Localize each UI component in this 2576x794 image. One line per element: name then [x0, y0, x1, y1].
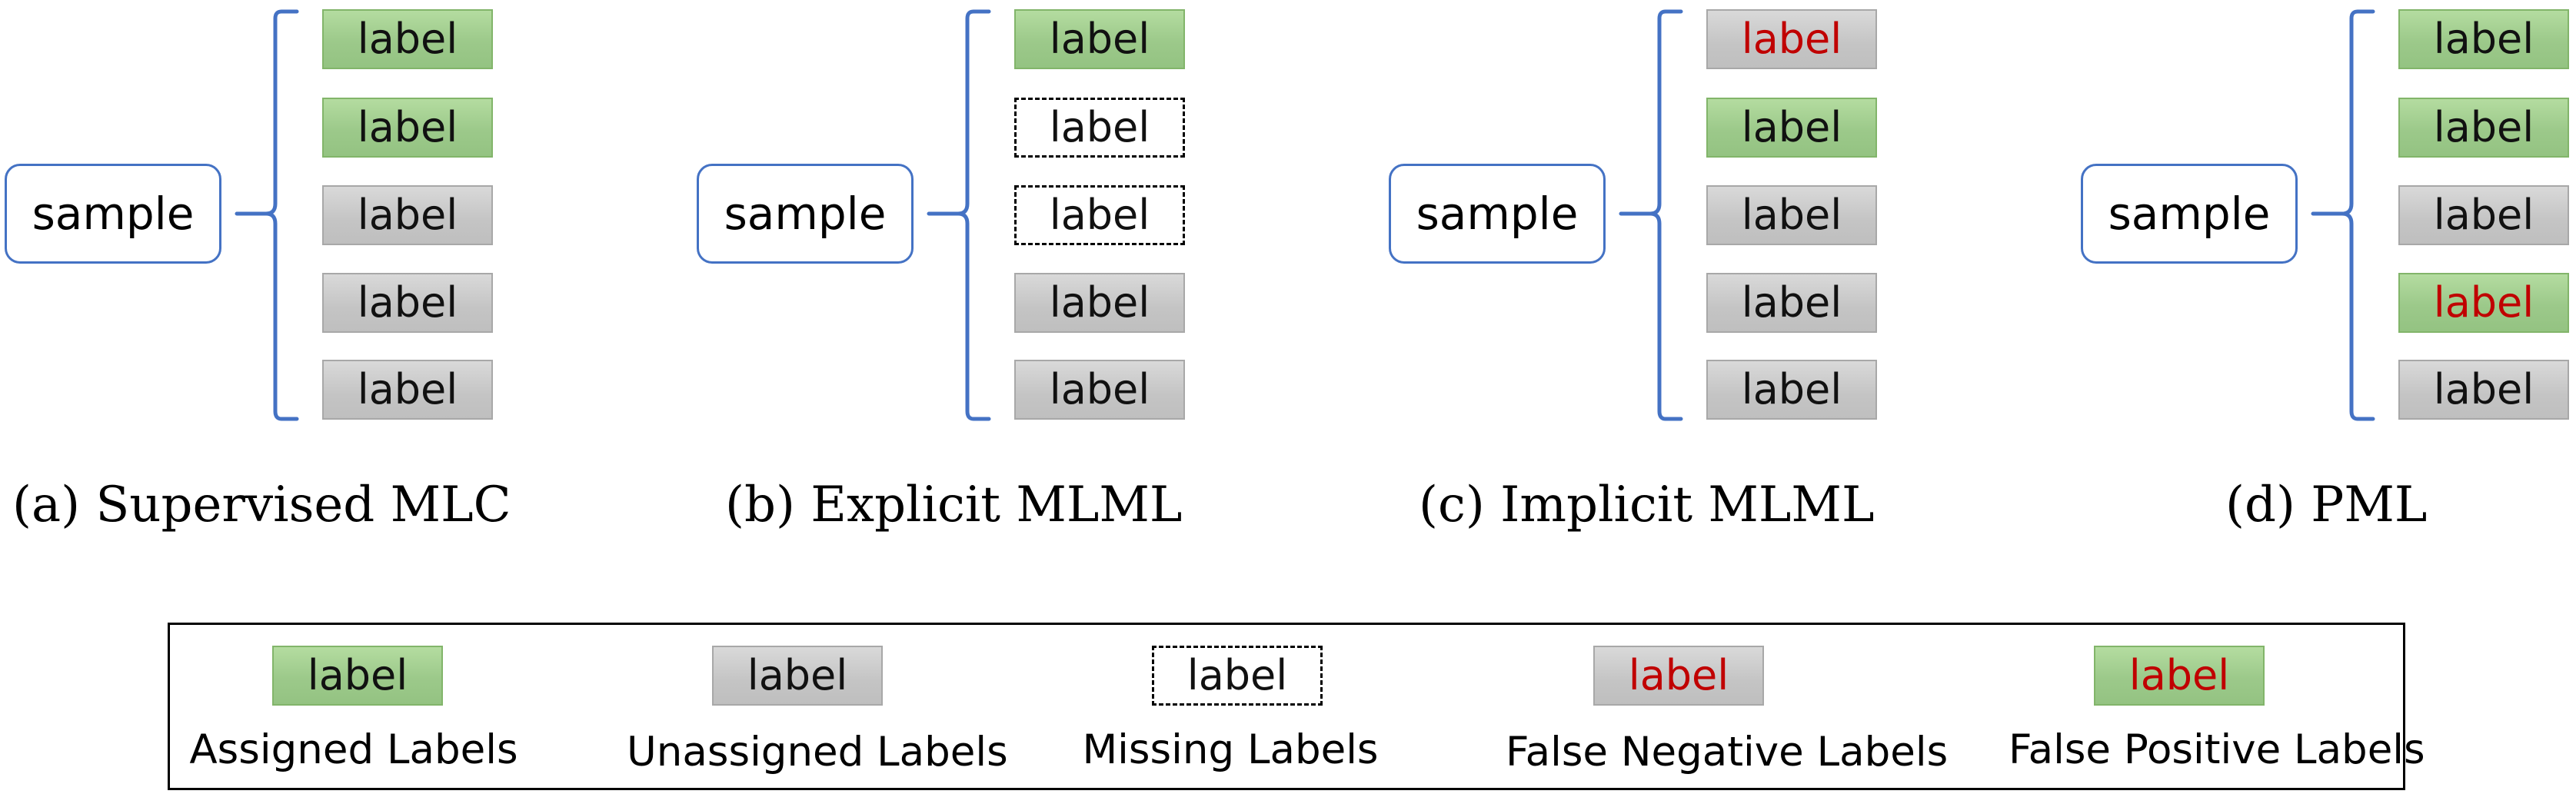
legend-text-unassigned: Unassigned Labels [627, 729, 1008, 776]
legend-swatch-unassigned: label [712, 646, 883, 706]
label-box: label [2398, 98, 2569, 158]
panel-c: sample label label label label label (c)… [1384, 0, 2015, 553]
sample-node: sample [2081, 164, 2298, 264]
label-box: label [2398, 185, 2569, 245]
label-box: label [1706, 98, 1877, 158]
label-box: label [322, 273, 493, 333]
panel-a: sample label label label label label (a)… [0, 0, 631, 553]
label-box: label [1706, 360, 1877, 420]
sample-node: sample [697, 164, 914, 264]
legend-text-assigned: Assigned Labels [189, 726, 518, 773]
label-box: label [322, 9, 493, 69]
label-box: label [1014, 9, 1185, 69]
label-box: label [1014, 360, 1185, 420]
legend-swatch-missing: label [1152, 646, 1323, 706]
bracket-connector [1619, 9, 1683, 421]
legend-text-missing: Missing Labels [1082, 726, 1379, 773]
bracket-connector [2311, 9, 2375, 421]
label-box: label [1014, 273, 1185, 333]
panel-caption: (a) Supervised MLC [12, 477, 511, 533]
label-box: label [322, 360, 493, 420]
panel-b: sample label label label label label (b)… [692, 0, 1323, 553]
label-box: label [1014, 185, 1185, 245]
panel-caption: (c) Implicit MLML [1419, 477, 1875, 533]
legend-text-false-positive: False Positive Labels [2009, 726, 2425, 773]
legend-text-false-negative: False Negative Labels [1506, 729, 1949, 776]
bracket-connector [927, 9, 991, 421]
label-box: label [1706, 273, 1877, 333]
sample-node: sample [5, 164, 221, 264]
label-box: label [2398, 273, 2569, 333]
label-box: label [322, 185, 493, 245]
panel-d: sample label label label label label (d)… [2076, 0, 2576, 553]
label-box: label [2398, 9, 2569, 69]
panel-caption: (d) PML [2225, 477, 2428, 533]
label-box: label [1014, 98, 1185, 158]
label-box: label [2398, 360, 2569, 420]
legend [168, 623, 2405, 790]
label-box: label [1706, 9, 1877, 69]
label-box: label [322, 98, 493, 158]
legend-swatch-false-positive: label [2094, 646, 2265, 706]
sample-node: sample [1389, 164, 1606, 264]
legend-swatch-assigned: label [272, 646, 443, 706]
bracket-connector [235, 9, 299, 421]
panel-caption: (b) Explicit MLML [725, 477, 1183, 533]
label-box: label [1706, 185, 1877, 245]
legend-swatch-false-negative: label [1593, 646, 1764, 706]
